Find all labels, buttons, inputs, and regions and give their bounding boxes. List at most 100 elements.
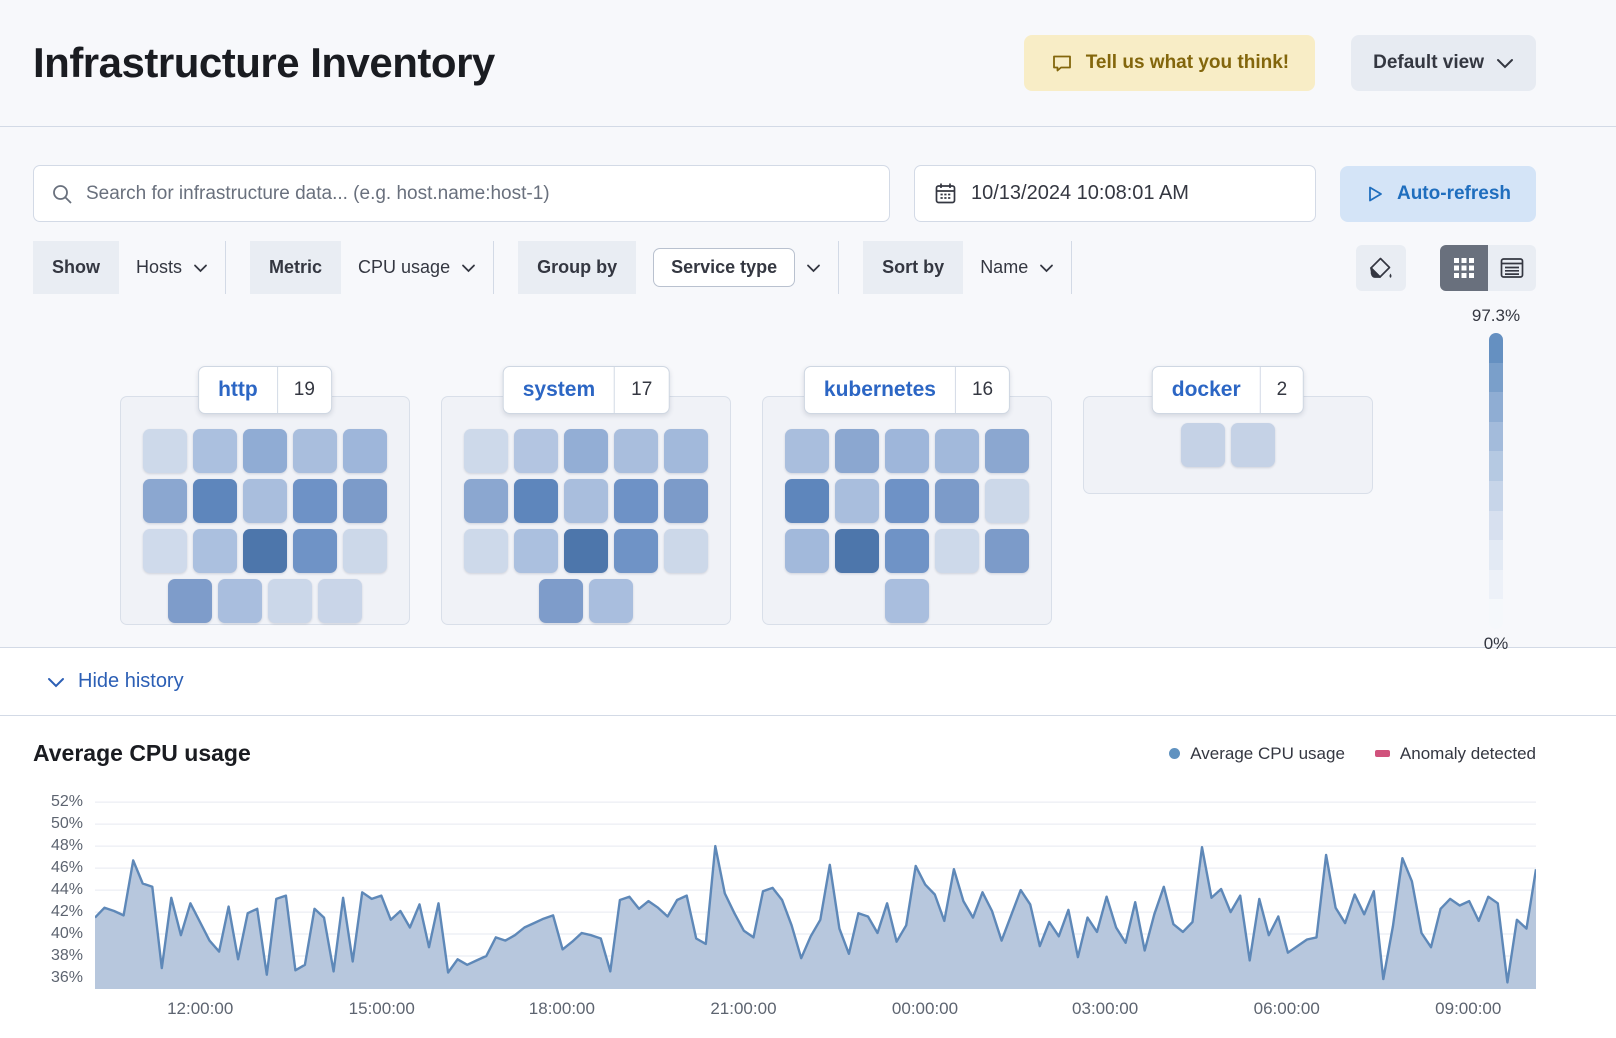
group-by-value-dropdown[interactable]: Service type [636, 241, 838, 294]
host-tile[interactable] [243, 529, 287, 573]
host-tile[interactable] [514, 529, 558, 573]
host-tile[interactable] [193, 529, 237, 573]
host-tile[interactable] [835, 479, 879, 523]
group-name-link[interactable]: http [218, 378, 258, 401]
x-tick-label: 00:00:00 [891, 999, 959, 1018]
group-name-link[interactable]: kubernetes [823, 378, 936, 401]
group-by-value: Service type [653, 248, 796, 287]
tile-grid [1181, 423, 1275, 467]
default-view-button[interactable]: Default view [1351, 35, 1536, 91]
group-badge: kubernetes 16 [803, 366, 1011, 414]
host-tile[interactable] [343, 529, 387, 573]
host-tile[interactable] [564, 529, 608, 573]
host-tile[interactable] [293, 529, 337, 573]
host-tile[interactable] [664, 529, 708, 573]
host-tile[interactable] [464, 529, 508, 573]
host-tile[interactable] [1181, 423, 1225, 467]
chevron-down-icon [1496, 57, 1514, 69]
chevron-down-icon [194, 264, 207, 272]
color-scale-legend: 97.3% 0% [1466, 306, 1526, 654]
chart-title: Average CPU usage [33, 740, 251, 766]
host-tile[interactable] [218, 579, 262, 623]
host-tile[interactable] [935, 429, 979, 473]
group-name-link[interactable]: docker [1171, 378, 1241, 401]
scale-max-label: 97.3% [1471, 306, 1521, 325]
host-tile[interactable] [664, 479, 708, 523]
host-tile[interactable] [293, 479, 337, 523]
host-tile[interactable] [564, 429, 608, 473]
host-tile[interactable] [193, 429, 237, 473]
group-count: 2 [1276, 379, 1288, 400]
host-tile[interactable] [168, 579, 212, 623]
chevron-down-icon [462, 264, 475, 272]
host-tile[interactable] [464, 479, 508, 523]
host-tile[interactable] [268, 579, 312, 623]
sort-by-value-dropdown[interactable]: Name [963, 241, 1071, 294]
host-tile[interactable] [785, 529, 829, 573]
host-tile[interactable] [293, 429, 337, 473]
play-icon [1365, 184, 1385, 204]
host-tile[interactable] [614, 529, 658, 573]
host-tile[interactable] [143, 479, 187, 523]
host-tile[interactable] [835, 429, 879, 473]
host-tile[interactable] [935, 529, 979, 573]
host-tile[interactable] [318, 579, 362, 623]
host-tile[interactable] [664, 429, 708, 473]
host-tile[interactable] [614, 429, 658, 473]
paint-bucket-icon [1367, 254, 1395, 282]
host-tile[interactable] [835, 529, 879, 573]
x-tick-label: 12:00:00 [167, 999, 234, 1018]
host-tile[interactable] [885, 429, 929, 473]
host-tile[interactable] [885, 479, 929, 523]
tile-grid [143, 429, 387, 623]
host-tile[interactable] [243, 479, 287, 523]
y-tick-label: 50% [50, 815, 83, 833]
grid-view-button[interactable] [1440, 244, 1488, 291]
host-tile[interactable] [885, 529, 929, 573]
host-tile[interactable] [243, 429, 287, 473]
cpu-usage-plot[interactable] [95, 789, 1536, 989]
toolbar: 10/13/2024 10:08:01 AM Auto-refresh [0, 127, 1616, 222]
host-tile[interactable] [985, 429, 1029, 473]
group-count: 16 [971, 379, 994, 400]
sort-by-value: Name [980, 257, 1029, 277]
host-tile[interactable] [143, 429, 187, 473]
host-tile[interactable] [514, 479, 558, 523]
color-palette-button[interactable] [1356, 244, 1406, 291]
host-tile[interactable] [985, 479, 1029, 523]
hide-history-link[interactable]: Hide history [47, 670, 184, 693]
legend-item-anomaly[interactable]: Anomaly detected [1374, 744, 1536, 764]
legend-swatch-cpu [1169, 748, 1181, 759]
metric-value-dropdown[interactable]: CPU usage [341, 241, 493, 294]
host-tile[interactable] [935, 479, 979, 523]
host-tile[interactable] [343, 479, 387, 523]
host-tile[interactable] [885, 579, 929, 623]
host-tile[interactable] [1231, 423, 1275, 467]
show-value-dropdown[interactable]: Hosts [119, 241, 225, 294]
table-view-button[interactable] [1488, 244, 1536, 291]
table-icon [1500, 257, 1524, 279]
host-tile[interactable] [564, 479, 608, 523]
auto-refresh-button[interactable]: Auto-refresh [1340, 165, 1536, 222]
tile-grid [785, 429, 1029, 623]
host-tile[interactable] [143, 529, 187, 573]
search-input[interactable] [86, 182, 873, 205]
date-picker[interactable]: 10/13/2024 10:08:01 AM [914, 165, 1316, 222]
y-tick-label: 46% [50, 859, 83, 877]
host-tile[interactable] [343, 429, 387, 473]
host-tile[interactable] [785, 429, 829, 473]
host-tile[interactable] [614, 479, 658, 523]
y-tick-label: 52% [50, 793, 83, 811]
group-name-link[interactable]: system [522, 378, 596, 401]
host-tile[interactable] [785, 479, 829, 523]
host-tile[interactable] [589, 579, 633, 623]
legend-item-cpu[interactable]: Average CPU usage [1169, 744, 1345, 764]
host-tile[interactable] [464, 429, 508, 473]
host-tile[interactable] [514, 429, 558, 473]
host-tile[interactable] [539, 579, 583, 623]
host-tile[interactable] [985, 529, 1029, 573]
host-tile[interactable] [193, 479, 237, 523]
feedback-button[interactable]: Tell us what you think! [1023, 35, 1316, 91]
chart-header: Average CPU usage Average CPU usage Anom… [33, 740, 1536, 767]
